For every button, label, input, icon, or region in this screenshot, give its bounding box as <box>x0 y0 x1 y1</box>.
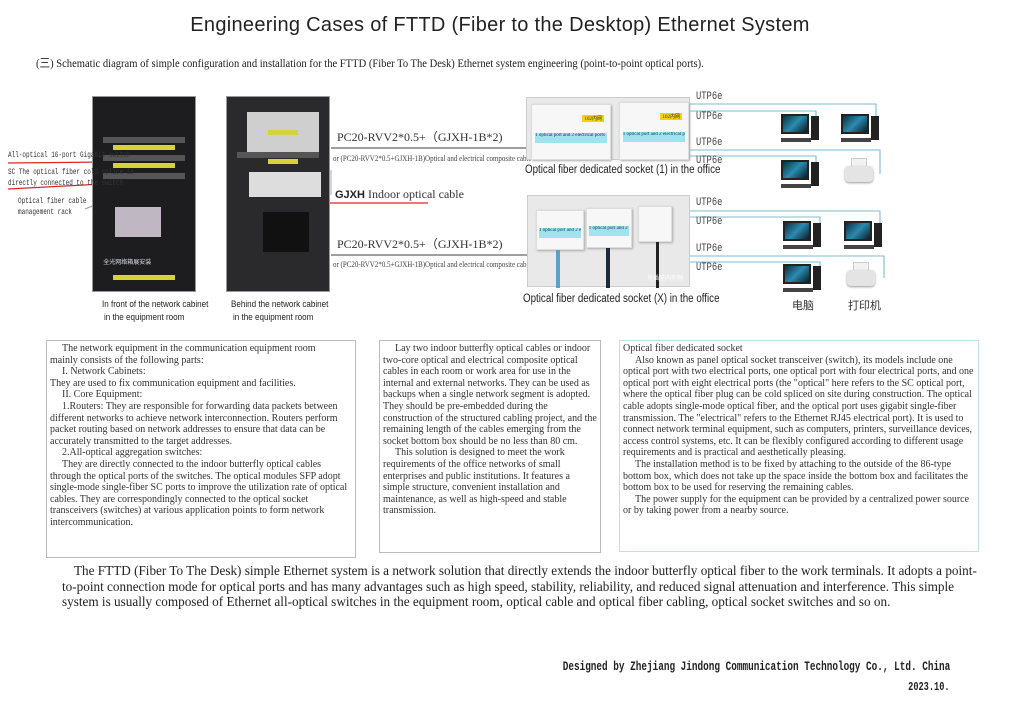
computer-icon <box>781 114 819 144</box>
socket-photo-x: 1 optical port and 2 electrical ports 1 … <box>527 195 690 288</box>
utp-label: UTP6e <box>696 137 723 149</box>
photo-watermark: 全光网络箱展安装 <box>103 260 152 266</box>
box1-heading: 2.All-optical aggregation switches: <box>62 447 203 459</box>
box1-line: They are directly connected to the indoo… <box>50 458 348 528</box>
box2-paragraph: This solution is designed to meet the wo… <box>383 447 570 517</box>
cabling-textbox: Lay two indoor butterfly optical cables … <box>379 340 601 553</box>
label-switch: All-optical 16-port Gigabit switch <box>8 151 131 160</box>
subtitle: (三) Schematic diagram of simple configur… <box>36 56 704 70</box>
box3-paragraph: The power supply for the equipment can b… <box>623 493 970 517</box>
computer-icon <box>841 114 879 144</box>
utp-label: UTP6e <box>696 111 723 123</box>
date: 2023.10. <box>908 680 950 694</box>
back-caption-2: in the equipment room <box>233 312 314 323</box>
computer-label: 电脑 <box>792 300 814 312</box>
box3-paragraph: Also known as panel optical socket trans… <box>623 354 974 459</box>
box2-paragraph: Lay two indoor butterfly optical cables … <box>383 343 597 447</box>
page-title: Engineering Cases of FTTD (Fiber to the … <box>190 14 810 36</box>
indoor-cable-text: Indoor optical cable <box>364 187 464 201</box>
front-caption-1: In front of the network cabinet <box>102 299 209 310</box>
box1-line: They are used to fix communication equip… <box>50 377 296 389</box>
utp-label: UTP6e <box>696 216 723 228</box>
socket-textbox: Optical fiber dedicated socket Also know… <box>619 340 979 552</box>
socket-caption-x: Optical fiber dedicated socket (X) in th… <box>523 293 720 305</box>
indoor-cable-label: GJXH Indoor optical cable <box>335 187 464 202</box>
printer-label: 打印机 <box>848 300 881 312</box>
front-caption-2: in the equipment room <box>104 312 185 323</box>
top-cable-alt: or (PC20-RVV2*0.5+GJXH-1B)Optical and el… <box>333 153 532 163</box>
socket-caption-1: Optical fiber dedicated socket (1) in th… <box>525 164 721 176</box>
computer-icon <box>781 160 819 190</box>
back-cabinet-photo <box>226 96 330 292</box>
summary-paragraph: The FTTD (Fiber To The Desk) simple Ethe… <box>62 563 982 610</box>
designer-credit: Designed by Zhejiang Jindong Communicati… <box>562 659 950 674</box>
utp-label: UTP6e <box>696 243 723 255</box>
top-cable-spec: PC20-RVV2*0.5+（GJXH-1B*2) <box>337 130 503 144</box>
printer-icon <box>845 260 877 290</box>
printer-icon <box>843 156 875 186</box>
box1-line: mainly consists of the following parts: <box>50 354 204 366</box>
box1-heading: I. Network Cabinets: <box>62 366 146 378</box>
box3-paragraph: The installation method is to be fixed b… <box>623 458 968 494</box>
label-splice-1: SC The optical fiber cold splice is <box>8 168 135 177</box>
bottom-cable-alt: or (PC20-RVV2*0.5+GJXH-1B)Optical and el… <box>333 259 532 269</box>
label-rack-2: management rack <box>18 208 73 217</box>
back-caption-1: Behind the network cabinet <box>231 299 329 310</box>
box3-heading: Optical fiber dedicated socket <box>623 343 743 354</box>
utp-label: UTP6e <box>696 197 723 209</box>
box1-line: 1.Routers: They are responsible for forw… <box>50 400 338 447</box>
indoor-cable-code: GJXH <box>335 189 365 201</box>
computer-icon <box>783 221 821 251</box>
label-rack-1: Optical fiber cable <box>18 197 87 206</box>
switch-pointer-line <box>7 161 109 164</box>
utp-label: UTP6e <box>696 155 723 167</box>
label-splice-2: directly connected to the switch <box>8 179 124 188</box>
utp-label: UTP6e <box>696 262 723 274</box>
summary-text: The FTTD (Fiber To The Desk) simple Ethe… <box>62 563 977 609</box>
computer-icon <box>844 221 882 251</box>
computer-icon <box>783 264 821 294</box>
box1-heading: II. Core Equipment: <box>62 389 143 401</box>
bottom-cable-spec: PC20-RVV2*0.5+（GJXH-1B*2) <box>337 237 503 251</box>
utp-label: UTP6e <box>696 91 723 103</box>
equipment-room-textbox: The network equipment in the communicati… <box>46 340 356 558</box>
box1-line: The network equipment in the communicati… <box>62 343 316 354</box>
front-cabinet-photo: 全光网络箱展安装 <box>92 96 196 292</box>
photo-watermark: 光插座内外网 <box>646 276 683 282</box>
